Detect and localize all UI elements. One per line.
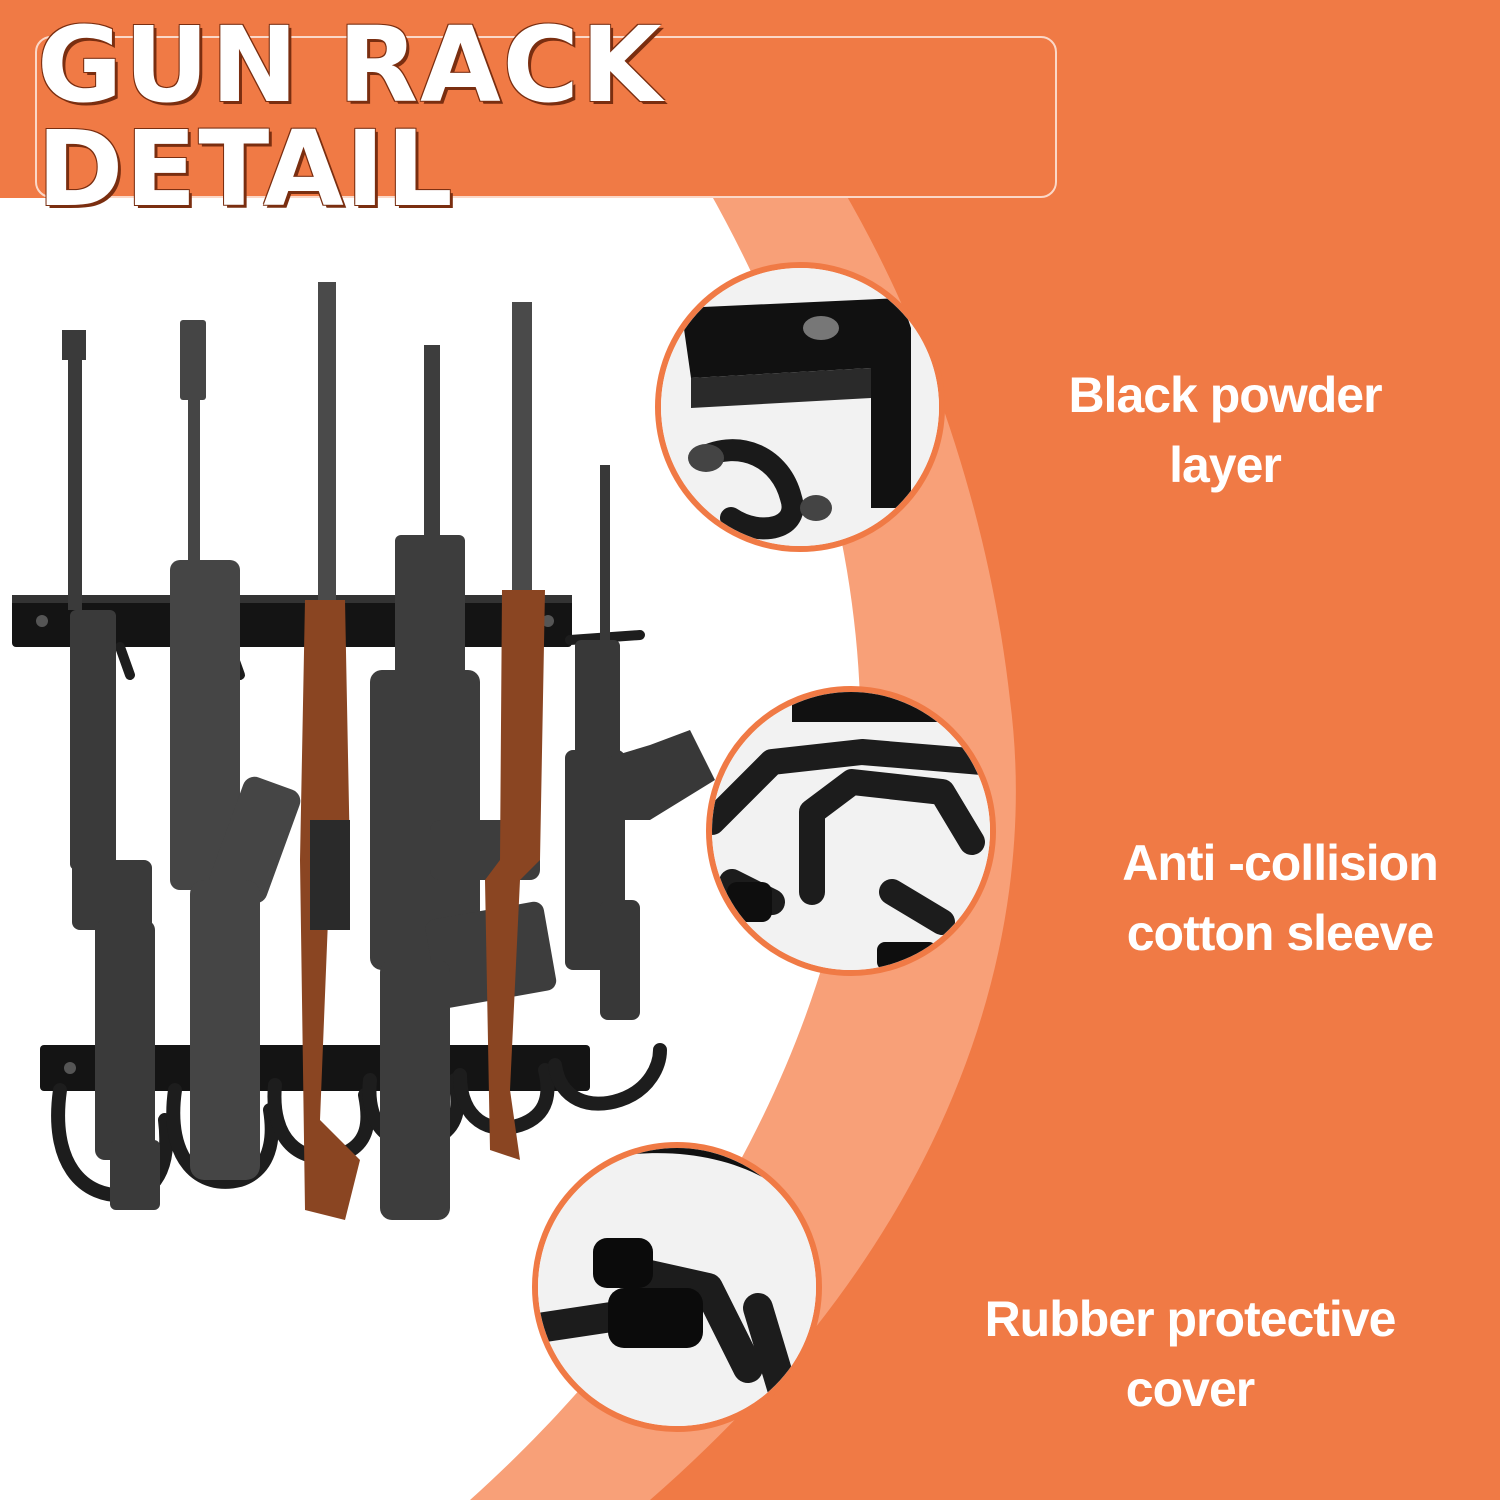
rubber-cover-detail [532,1142,822,1432]
feature-line: layer [1169,437,1282,493]
feature-line: Black powder [1068,367,1382,423]
feature-line: Rubber protective [984,1291,1397,1347]
feature-line: cover [1125,1361,1255,1417]
title-banner: GUN RACK DETAIL [35,13,1057,221]
page-title: GUN RACK DETAIL [37,4,664,230]
feature-label-rubber-cover: Rubber protective cover [940,1284,1440,1424]
bracket-hook-icon [661,268,939,546]
gun-rack-icon [12,282,715,1220]
feature-label-cotton-sleeve: Anti -collision cotton sleeve [1060,828,1500,968]
feature-line: Anti -collision [1122,835,1439,891]
sleeve-arms-icon [712,692,990,970]
cotton-sleeve-detail [706,686,996,976]
feature-line: cotton sleeve [1126,905,1435,961]
feature-label-black-powder: Black powder layer [990,360,1460,500]
black-powder-detail [655,262,945,552]
rubber-cap-icon [538,1148,816,1426]
